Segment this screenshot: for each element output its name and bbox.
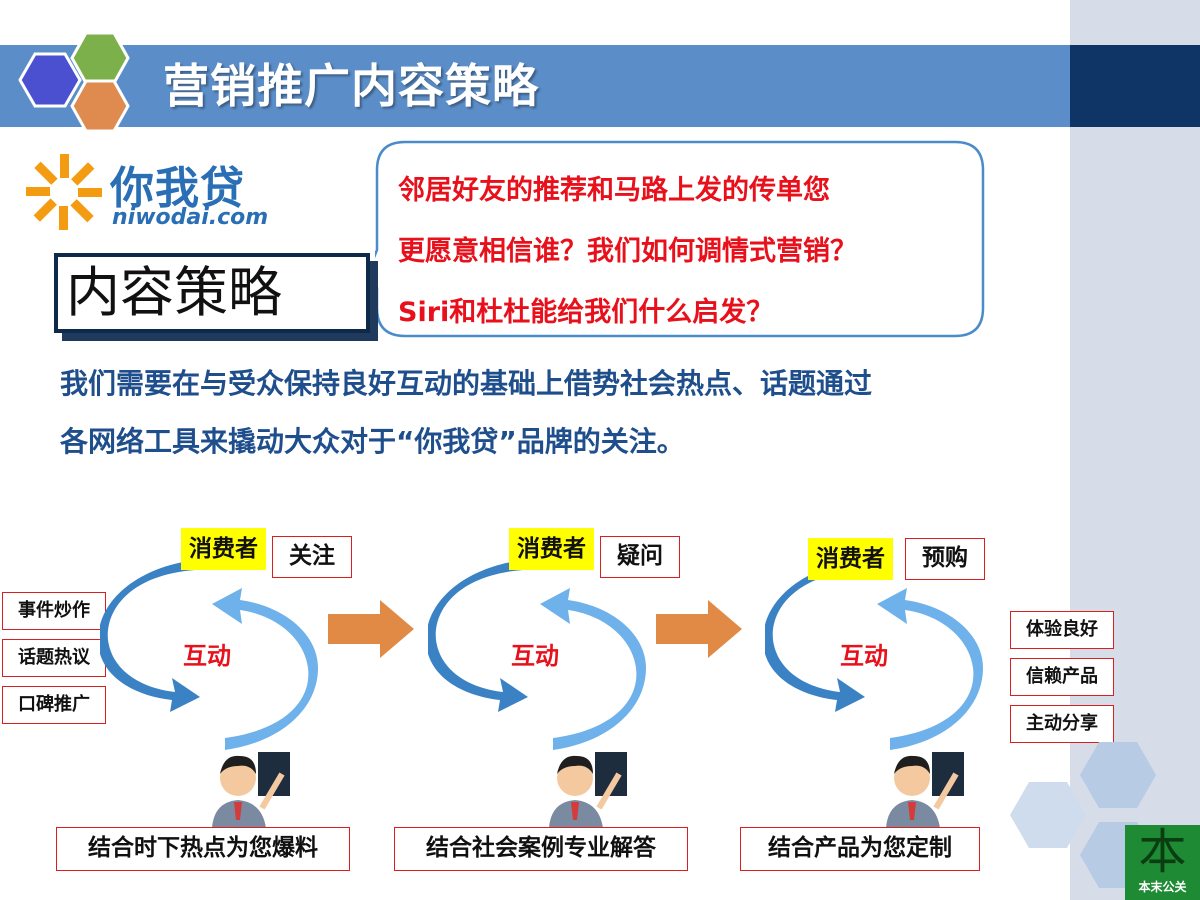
right-tag-trust: 信赖产品 bbox=[1010, 658, 1114, 696]
bubble-line-3: Siri和杜杜能给我们什么启发？ bbox=[398, 297, 774, 328]
interaction-cycle-3 bbox=[765, 560, 983, 750]
action-box-2: 疑问 bbox=[600, 536, 680, 578]
consumer-tag-2: 消费者 bbox=[509, 528, 594, 570]
action-box-1: 关注 bbox=[272, 536, 352, 578]
consumer-tag-1: 消费者 bbox=[181, 528, 266, 570]
interaction-label-3: 互动 bbox=[840, 642, 888, 670]
description-line-1: 我们需要在与受众保持良好互动的基础上借势社会热点、话题通过 bbox=[60, 367, 873, 400]
hexagon-green-icon bbox=[70, 31, 130, 85]
flow-arrow-2-icon bbox=[656, 600, 742, 658]
consumer-tag-3: 消费者 bbox=[808, 538, 893, 580]
brand-mark-text: 本末公关 bbox=[1138, 880, 1187, 894]
strategy-label: 内容策略 bbox=[66, 261, 282, 324]
presenter-person-icon-1 bbox=[212, 752, 290, 828]
hexagon-logo-icon bbox=[18, 31, 130, 133]
bubble-text: 邻居好友的推荐和马路上发的传单您 更愿意相信谁？我们如何调情式营销？ Siri和… bbox=[398, 160, 978, 343]
sunburst-logo-icon bbox=[26, 154, 102, 230]
flow-arrow-1-icon bbox=[328, 600, 414, 658]
page-title: 营销推广内容策略 bbox=[163, 59, 539, 113]
left-tag-event: 事件炒作 bbox=[2, 592, 106, 630]
interaction-label-1: 互动 bbox=[183, 642, 231, 670]
hexagon-blue-icon bbox=[18, 52, 82, 108]
bottom-caption-1: 结合时下热点为您爆料 bbox=[56, 827, 350, 871]
interaction-label-2: 互动 bbox=[511, 642, 559, 670]
hexagon-orange-icon bbox=[70, 79, 130, 133]
niwodai-logo: 你我贷 niwodai.com bbox=[22, 150, 282, 235]
presenter-person-icon-2 bbox=[549, 752, 627, 828]
strategy-box bbox=[54, 253, 370, 333]
interaction-cycle-2 bbox=[428, 560, 646, 750]
bubble-line-1: 邻居好友的推荐和马路上发的传单您 bbox=[398, 175, 830, 206]
bottom-caption-3: 结合产品为您定制 bbox=[740, 827, 980, 871]
left-tag-topic: 话题热议 bbox=[2, 639, 106, 677]
bubble-line-2: 更愿意相信谁？我们如何调情式营销？ bbox=[398, 236, 857, 267]
brand-mark-glyph: 本 bbox=[1138, 824, 1187, 880]
logo-name-en: niwodai.com bbox=[112, 205, 269, 230]
speech-bubble bbox=[375, 140, 985, 338]
title-bar bbox=[0, 45, 1070, 127]
interaction-cycle-1 bbox=[100, 560, 318, 750]
logo-name-cn: 你我贷 bbox=[110, 163, 245, 214]
title-bar-accent bbox=[1070, 45, 1200, 127]
strategy-description: 我们需要在与受众保持良好互动的基础上借势社会热点、话题通过 各网络工具来撬动大众… bbox=[60, 355, 1060, 471]
right-tag-experience: 体验良好 bbox=[1010, 611, 1114, 649]
right-tag-share: 主动分享 bbox=[1010, 705, 1114, 743]
presenter-person-icon-3 bbox=[886, 752, 964, 828]
brand-mark: 本 bbox=[1125, 824, 1200, 900]
action-box-3: 预购 bbox=[905, 538, 985, 580]
description-line-2: 各网络工具来撬动大众对于“你我贷”品牌的关注。 bbox=[60, 425, 685, 458]
bottom-caption-2: 结合社会案例专业解答 bbox=[394, 827, 688, 871]
left-tag-wordofmouth: 口碑推广 bbox=[2, 686, 106, 724]
